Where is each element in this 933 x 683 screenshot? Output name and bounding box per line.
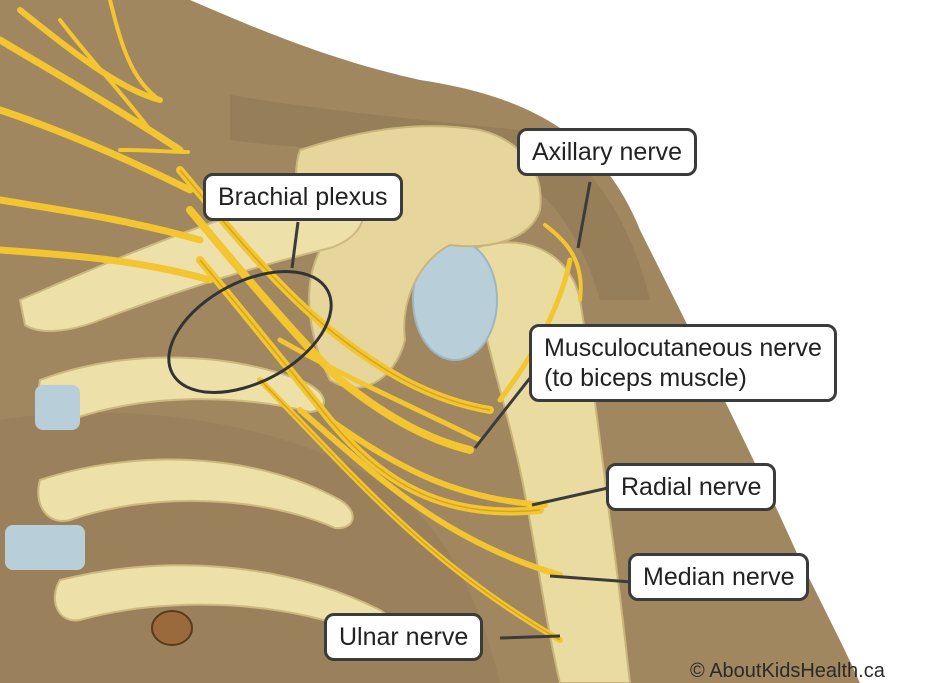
costal-cartilage-1 <box>35 385 80 430</box>
callout-brachial-plexus: Brachial plexus <box>203 173 403 221</box>
label-radial-nerve: Radial nerve <box>621 473 762 501</box>
callout-radial-nerve: Radial nerve <box>606 463 777 511</box>
rib-2 <box>37 458 354 530</box>
pointer-axillary-nerve <box>576 181 592 249</box>
pointer-ulnar-nerve <box>499 634 561 640</box>
callout-pointers <box>290 181 633 640</box>
trunk-middle <box>186 206 474 454</box>
copyright-notice: © AboutKidsHealth.ca <box>690 660 885 682</box>
costal-cartilage-2 <box>5 525 85 570</box>
callout-ulnar-nerve: Ulnar nerve <box>324 613 484 661</box>
label-ulnar-nerve: Ulnar nerve <box>339 623 469 651</box>
callout-musculocutaneous-nerve: Musculocutaneous nerve (to biceps muscle… <box>529 324 837 402</box>
nerve-roots <box>0 0 214 284</box>
pointer-radial-nerve <box>531 486 609 507</box>
pointer-median-nerve <box>549 574 633 584</box>
label-musculocutaneous-note: (to biceps muscle) <box>544 364 747 392</box>
pointer-musculocutaneous <box>473 377 532 449</box>
nerve-branch-c <box>118 148 190 154</box>
label-musculocutaneous-nerve: Musculocutaneous nerve <box>544 334 822 362</box>
nerve-root-4 <box>0 196 204 244</box>
nerve-root-2 <box>17 7 163 103</box>
label-axillary-nerve: Axillary nerve <box>532 138 683 166</box>
callout-axillary-nerve: Axillary nerve <box>517 128 698 176</box>
label-brachial-plexus: Brachial plexus <box>218 183 388 211</box>
nerve-branch-b <box>108 0 162 102</box>
pointer-brachial-plexus <box>290 221 300 269</box>
axillary-nerve-tip <box>543 223 583 302</box>
nerve-root-5 <box>0 246 214 284</box>
brachial-plexus-highlight <box>167 270 333 394</box>
median-nerve-path <box>297 407 563 578</box>
nipple <box>151 610 193 646</box>
callout-median-nerve: Median nerve <box>628 553 810 601</box>
nerve-root-1 <box>0 36 184 154</box>
nerve-root-3 <box>0 106 194 194</box>
radial-nerve-path <box>327 417 548 508</box>
label-median-nerve: Median nerve <box>643 563 795 591</box>
nerve-branch-a <box>58 18 152 132</box>
nerve-highlights <box>179 169 561 641</box>
